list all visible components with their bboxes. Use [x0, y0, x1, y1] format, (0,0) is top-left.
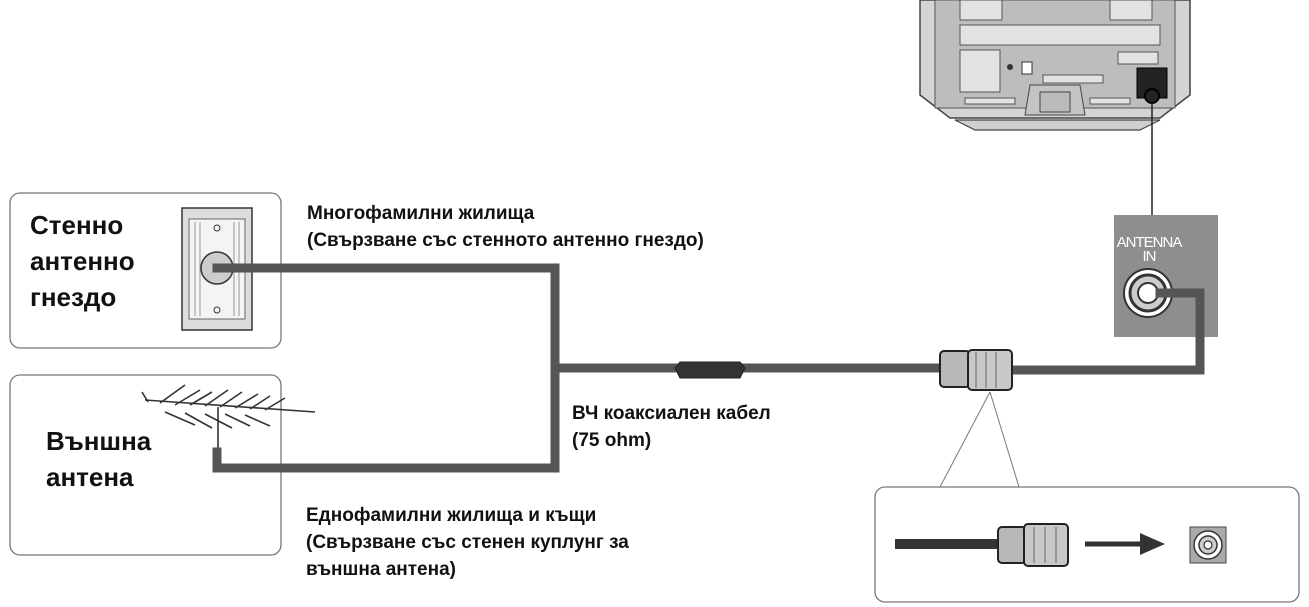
outdoor-antenna-icon: [141, 384, 316, 452]
outdoor-antenna-label-line: антена: [46, 462, 134, 492]
caption-line: Еднофамилни жилища и къщи: [306, 505, 597, 526]
antenna-in-label-line: IN: [1142, 248, 1157, 265]
arrow-right-icon: [1085, 533, 1165, 555]
caption-line: ВЧ коаксиален кабел: [572, 403, 771, 424]
wall-socket-label-line: Стенно: [30, 210, 124, 240]
ferrite-core: [674, 361, 746, 379]
multi-family-caption: Многофамилни жилища (Свързване със стенн…: [307, 200, 704, 254]
caption-line: Многофамилни жилища: [307, 203, 535, 224]
cable-caption: ВЧ коаксиален кабел (75 ohm): [572, 400, 771, 454]
caption-line: (Свързване със стенното антенно гнездо): [307, 230, 704, 251]
tv-rear-view: [919, 0, 1191, 131]
plug-detail-illustration: [895, 523, 1069, 567]
caption-line: (75 ohm): [572, 430, 652, 451]
coax-jack-detail-icon: [1189, 526, 1227, 564]
antenna-in-label: ANTENNA IN: [1114, 234, 1184, 265]
outdoor-antenna-label-line: Външна: [46, 426, 152, 456]
caption-line: (Свързване със стенен куплунг за: [306, 532, 629, 553]
single-family-caption: Еднофамилни жилища и къщи (Свързване със…: [306, 502, 629, 583]
wall-socket-label: Стенно антенно гнездо: [30, 207, 135, 315]
wall-socket-label-line: антенно: [30, 246, 135, 276]
coax-plug: [939, 349, 1013, 391]
wall-socket-label-line: гнездо: [30, 282, 117, 312]
antenna-in-label-line: ANTENNA: [1116, 234, 1183, 251]
caption-line: външна антена): [306, 559, 456, 580]
tv-antenna-jack: [1144, 88, 1160, 104]
outdoor-antenna-label: Външна антена: [46, 423, 151, 495]
coax-cable-route: [212, 263, 1205, 473]
